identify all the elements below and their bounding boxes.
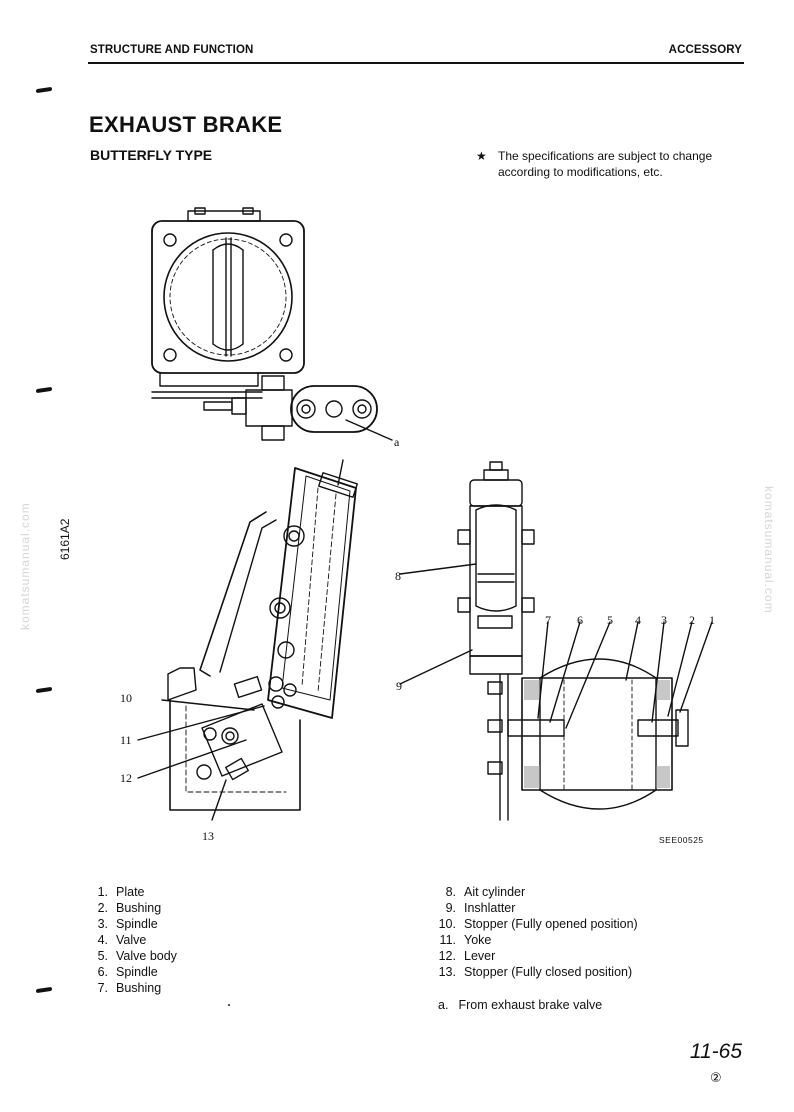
callout-12: 12 [120,771,132,785]
callout-11: 11 [120,733,132,747]
callout-3: 3 [661,613,667,627]
callout-9: 9 [396,679,402,693]
top-view [151,207,393,441]
page-title: EXHAUST BRAKE [89,112,283,137]
spec-note-text: The specifications are subject to change… [498,149,713,179]
list-item: 2.Bushing [97,901,162,915]
page-number: 11-65 [689,1040,742,1063]
parts-list-left: 1.Plate 2.Bushing 3.Spindle 4.Valve 5.Va… [92,884,177,996]
callout-1: 1 [709,613,715,627]
list-item: 8.Ait cylinder [445,885,526,899]
list-item: 12.Lever [438,949,496,963]
callout-7: 7 [545,613,551,627]
list-item: 9.Inshlatter [445,901,516,915]
side-view-left [137,459,358,821]
callout-2: 2 [689,613,695,627]
callout-10: 10 [120,691,132,705]
speck [228,1004,230,1006]
header-category: ACCESSORY [668,44,742,56]
callout-a: a [394,435,400,449]
list-item: 11.Yoke [439,933,492,947]
list-item: 3.Spindle [97,917,158,931]
callout-8: 8 [395,569,401,583]
aside-num: a. [438,998,449,1012]
list-item: 1.Plate [97,885,145,899]
list-item: 7.Bushing [97,981,162,995]
callout-13: 13 [202,829,214,843]
list-item: 6.Spindle [97,965,158,979]
callout-5: 5 [607,613,613,627]
list-item: 4.Valve [97,933,147,947]
aside-note: a. From exhaust brake valve [438,998,602,1012]
header-section: STRUCTURE AND FUNCTION [90,44,254,56]
callout-6: 6 [577,613,583,627]
list-item: 5.Valve body [97,949,177,963]
list-item: 10.Stopper (Fully opened position) [438,917,638,931]
parts-list-right: 8.Ait cylinder 9.Inshlatter 10.Stopper (… [432,884,638,980]
page-subtitle: BUTTERFLY TYPE [90,147,213,163]
list-item: 13.Stopper (Fully closed position) [438,965,633,979]
callout-4: 4 [635,613,641,627]
revision-mark: ② [710,1070,722,1085]
aside-label: From exhaust brake valve [458,998,603,1012]
header-rule [88,62,744,64]
side-view-right [399,461,713,821]
figure-code: SEE00525 [659,835,704,845]
star-icon: ★ [476,149,487,163]
